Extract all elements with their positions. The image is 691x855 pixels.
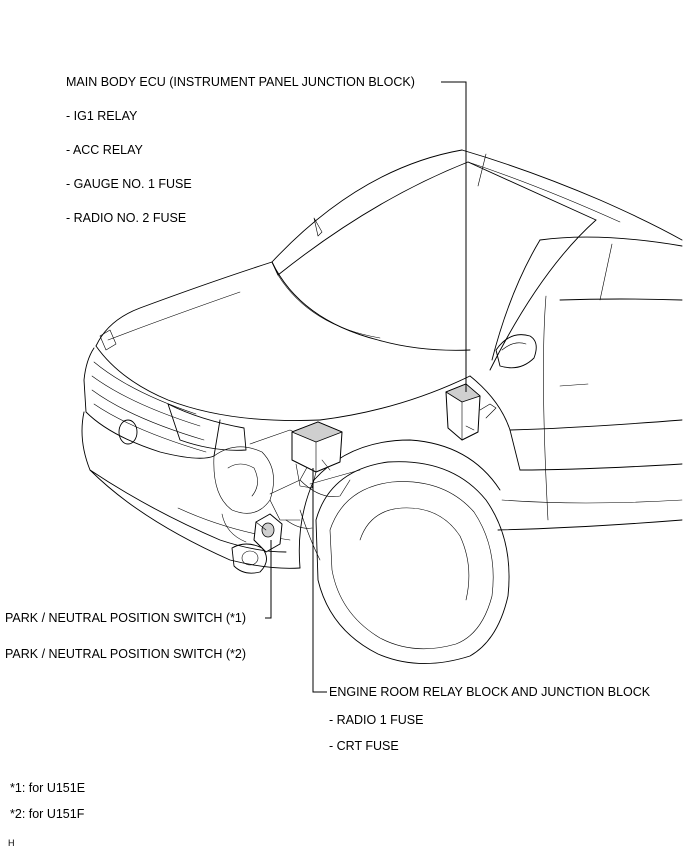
radio-1-fuse-item: - RADIO 1 FUSE	[329, 713, 424, 727]
crt-fuse-item: - CRT FUSE	[329, 739, 399, 753]
acc-relay-item: - ACC RELAY	[66, 143, 143, 157]
footnote-1: *1: for U151E	[10, 781, 86, 795]
park-neutral-position-switch-part	[253, 513, 283, 553]
pnp-switch-2-label: PARK / NEUTRAL POSITION SWITCH (*2)	[5, 647, 246, 661]
pnp-switch-1-label: PARK / NEUTRAL POSITION SWITCH (*1)	[5, 611, 246, 625]
vehicle-body	[81, 149, 683, 664]
engine-room-block-title: ENGINE ROOM RELAY BLOCK AND JUNCTION BLO…	[329, 685, 651, 699]
gauge-no1-fuse-item: - GAUGE NO. 1 FUSE	[66, 177, 192, 191]
main-body-ecu-title: MAIN BODY ECU (INSTRUMENT PANEL JUNCTION…	[66, 75, 415, 89]
engine-room-relay-block-part	[291, 421, 343, 489]
leader-lines	[265, 81, 467, 693]
corner-mark: H	[8, 838, 15, 848]
radio-no2-fuse-item: - RADIO NO. 2 FUSE	[66, 211, 187, 225]
ig1-relay-item: - IG1 RELAY	[66, 109, 138, 123]
main-body-ecu-part	[445, 383, 497, 441]
footnote-2: *2: for U151F	[10, 807, 85, 821]
